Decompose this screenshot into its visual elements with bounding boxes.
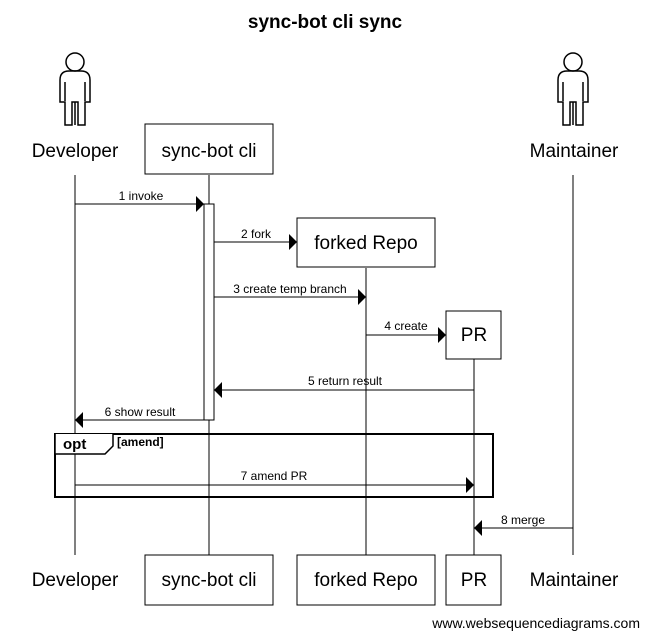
message-label-8: 8 merge bbox=[501, 513, 545, 527]
watermark-text: www.websequencediagrams.com bbox=[431, 615, 640, 631]
opt-frame-condition: [amend] bbox=[117, 435, 164, 449]
participant-box-repo-created bbox=[296, 217, 436, 268]
participant-cli-bottom: sync-bot cli bbox=[161, 570, 256, 591]
actor-icon bbox=[557, 52, 589, 126]
message-label-6: 6 show result bbox=[105, 405, 176, 419]
participant-developer-top: Developer bbox=[32, 141, 119, 162]
message-label-1: 1 invoke bbox=[119, 189, 164, 203]
participant-developer-bottom: Developer bbox=[32, 570, 119, 591]
arrowhead-7 bbox=[466, 477, 474, 493]
diagram-title: sync-bot cli sync bbox=[248, 12, 403, 33]
message-label-5: 5 return result bbox=[308, 374, 383, 388]
arrowhead-4 bbox=[438, 327, 446, 343]
participant-repo-created: forked Repo bbox=[314, 233, 418, 254]
actor-icon bbox=[59, 52, 91, 126]
message-label-3: 3 create temp branch bbox=[233, 282, 346, 296]
participant-box-cli-top bbox=[144, 123, 274, 175]
participant-box-repo-bottom bbox=[296, 554, 436, 606]
participant-pr-created: PR bbox=[461, 325, 487, 346]
message-label-7: 7 amend PR bbox=[241, 469, 308, 483]
participant-cli-top: sync-bot cli bbox=[161, 141, 256, 162]
arrowhead-2 bbox=[289, 234, 297, 250]
opt-frame-tab bbox=[54, 434, 114, 455]
arrowhead-3 bbox=[358, 289, 366, 305]
arrowhead-5 bbox=[214, 382, 222, 398]
participant-box-pr-bottom bbox=[445, 554, 502, 606]
arrowhead-6 bbox=[75, 412, 83, 428]
participant-repo-bottom: forked Repo bbox=[314, 570, 418, 591]
message-label-2: 2 fork bbox=[241, 227, 272, 241]
message-label-4: 4 create bbox=[384, 319, 428, 333]
participant-pr-bottom: PR bbox=[461, 570, 487, 591]
participant-maintainer-top: Maintainer bbox=[530, 141, 619, 162]
participant-maintainer-bottom: Maintainer bbox=[530, 570, 619, 591]
activation-bar-cli bbox=[203, 203, 215, 421]
participant-box-cli-bottom bbox=[144, 554, 274, 606]
arrowhead-8 bbox=[474, 520, 482, 536]
arrowhead-1 bbox=[196, 196, 204, 212]
opt-frame-operator: opt bbox=[63, 436, 86, 453]
opt-frame bbox=[54, 433, 494, 498]
